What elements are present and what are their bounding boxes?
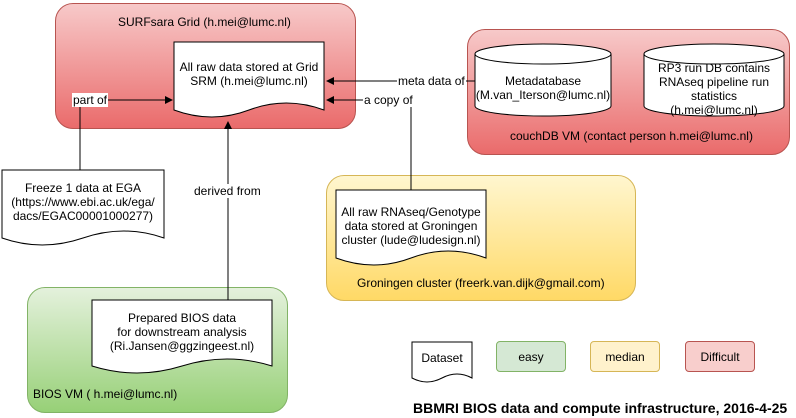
edge-label-a-copy-of: a copy of bbox=[363, 93, 414, 107]
bios-data-document bbox=[91, 299, 273, 374]
edge-label-part-of: part of bbox=[72, 93, 109, 107]
couchdb-vm-label: couchDB VM (contact person h.mei@lumc.nl… bbox=[510, 129, 753, 143]
diagram-footer-title: BBMRI BIOS data and compute infrastructu… bbox=[413, 400, 788, 416]
groningen-data-document bbox=[335, 189, 487, 266]
ega-text: Freeze 1 data at EGA (https://www.ebi.ac… bbox=[11, 181, 155, 223]
edge-label-meta-data-of: meta data of bbox=[397, 74, 466, 88]
grid-srm-text: All raw data stored at Grid SRM (h.mei@l… bbox=[179, 60, 319, 88]
legend-dataset-document bbox=[411, 341, 473, 383]
grid-srm-document bbox=[173, 41, 325, 118]
edge-a-copy-of bbox=[326, 96, 412, 190]
legend-difficult-label: Difficult bbox=[700, 349, 740, 364]
edge-part-of bbox=[79, 96, 173, 170]
legend-easy: easy bbox=[496, 341, 566, 372]
metadatabase-text: Metadatabase (M.van_Iterson@lumc.nl) bbox=[475, 74, 611, 102]
legend-dataset-text: Dataset bbox=[421, 351, 463, 365]
bios-vm-label: BIOS VM ( h.mei@lumc.nl) bbox=[33, 387, 178, 401]
legend-median: median bbox=[590, 341, 660, 372]
groningen-data-text: All raw RNAseq/Genotype data stored at G… bbox=[341, 205, 481, 247]
ega-document bbox=[1, 169, 165, 246]
metadatabase-cylinder bbox=[474, 43, 612, 117]
legend-difficult: Difficult bbox=[685, 341, 755, 372]
rp3-run-db-text: RP3 run DB contains RNAseq pipeline run … bbox=[657, 61, 771, 117]
edge-label-derived-from: derived from bbox=[193, 184, 262, 198]
legend-easy-label: easy bbox=[518, 349, 544, 364]
surfsara-grid-label: SURFsara Grid (h.mei@lumc.nl) bbox=[118, 15, 291, 29]
bios-data-text: Prepared BIOS data for downstream analys… bbox=[109, 311, 255, 353]
groningen-cluster-label: Groningen cluster (freerk.van.dijk@gmail… bbox=[357, 276, 605, 290]
rp3-run-db-cylinder bbox=[643, 43, 785, 117]
legend-median-label: median bbox=[605, 349, 645, 364]
